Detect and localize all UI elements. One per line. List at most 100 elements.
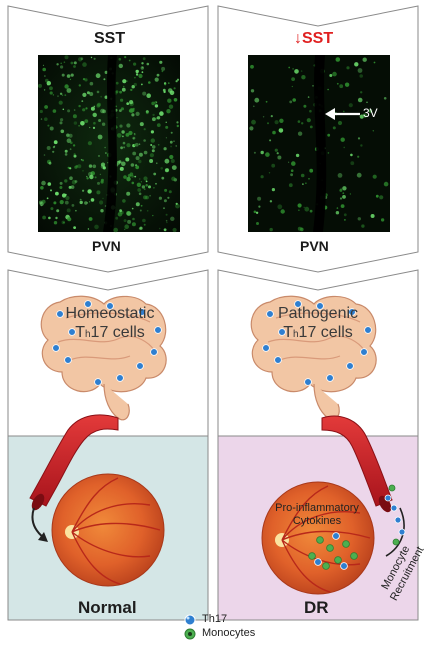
fluorescence-speckle [343,146,346,149]
fluorescence-speckle [123,175,127,179]
fluorescence-speckle [360,144,363,147]
fluorescence-speckle [126,102,130,105]
fluorescence-speckle [100,164,105,169]
fluorescence-speckle [122,79,127,84]
fluorescence-speckle [86,175,88,178]
fluorescence-speckle [161,70,164,73]
fluorescence-speckle [99,200,104,205]
fluorescence-speckle [135,202,140,207]
fluorescence-speckle [72,144,76,147]
fluorescence-speckle [123,146,126,149]
fluorescence-speckle [297,131,303,136]
fluorescence-speckle [344,219,346,221]
pathogenic-title-line2: Th17 cells [283,324,353,341]
fluorescence-speckle [66,208,71,213]
fluorescence-speckle [154,77,159,82]
fluorescence-speckle [140,66,144,70]
fluorescence-speckle [138,159,142,164]
fluorescence-speckle [80,57,84,60]
fluorescence-speckle [117,211,123,217]
retina-right [261,481,375,595]
fluorescence-speckle [38,83,42,88]
fluorescence-speckle [327,88,329,91]
fluorescence-speckle [126,191,131,196]
fluorescence-speckle [339,188,343,192]
fluorescence-speckle [300,173,305,178]
fluorescence-speckle [332,126,336,130]
fluorescence-speckle [66,88,72,93]
fluorescence-speckle [354,62,359,67]
fluorescence-speckle [350,153,353,157]
fluorescence-speckle [123,219,127,223]
fluorescence-speckle [97,102,101,107]
fluorescence-speckle [138,143,141,145]
fluorescence-speckle [156,73,160,77]
fluorescence-speckle [301,122,304,125]
fluorescence-speckle [132,151,137,156]
fluorescence-speckle [164,158,170,164]
fluorescence-speckle [88,217,93,221]
fluorescence-speckle [165,213,168,216]
fluorescence-speckle [132,136,136,140]
fluorescence-speckle [163,207,165,210]
fluorescence-speckle [139,122,144,127]
dr-label: DR [304,598,329,617]
pathogenic-title-line1: Pathogenic [277,305,359,322]
fluorescence-speckle [58,100,63,105]
fluorescence-speckle [42,64,45,66]
fluorescence-speckle [59,92,63,96]
cell-marker [314,558,322,566]
fluorescence-speckle [269,227,273,232]
fluorescence-speckle [116,160,121,165]
fluorescence-speckle [163,147,167,151]
fluorescence-speckle [126,143,131,148]
fluorescence-speckle [362,113,368,118]
fluorescence-speckle [102,166,106,170]
fluorescence-speckle [262,116,265,118]
monocyte-icon [184,628,196,640]
fluorescence-speckle [366,101,368,104]
fluorescence-speckle [119,209,122,213]
cell-marker [138,308,146,316]
fluorescence-speckle [131,207,134,210]
fluorescence-speckle [158,227,161,230]
fluorescence-speckle [80,158,83,161]
fluorescence-speckle [60,65,64,69]
fluorescence-speckle [292,98,297,102]
fluorescence-speckle [63,221,65,224]
fluorescence-speckle [103,78,106,81]
fluorescence-speckle [55,216,58,220]
fluorescence-speckle [49,91,53,95]
fluorescence-speckle [93,121,96,125]
fluorescence-speckle [46,81,51,86]
fluorescence-speckle [132,137,135,140]
fluorescence-speckle [78,84,82,87]
fluorescence-speckle [40,118,43,120]
fluorescence-speckle [138,73,143,79]
fluorescence-speckle [98,119,102,122]
cell-marker [68,328,76,336]
fluorescence-speckle [143,128,146,131]
fluorescence-speckle [100,95,103,98]
fluorescence-speckle [64,149,68,153]
fluorescence-speckle [280,127,282,130]
cell-marker [384,494,392,502]
fluorescence-speckle [159,111,164,116]
fluorescence-speckle [142,91,147,96]
fluorescence-speckle [104,95,108,99]
ventricle-arrow [325,108,360,120]
fluorescence-speckle [255,211,259,214]
fluorescence-speckle [373,61,376,64]
ventricle-label: 3V [363,106,378,120]
fluorescence-speckle [153,172,157,176]
fluorescence-speckle [118,63,124,69]
fluorescence-speckle [155,182,157,185]
fluorescence-speckle [65,195,70,201]
fluorescence-speckle [251,119,256,125]
fluorescence-speckle [134,76,136,79]
fluorescence-speckle [49,86,53,91]
fluorescence-speckle [158,196,162,200]
fluorescence-speckle [146,93,151,98]
fluorescence-speckle [101,122,106,126]
fluorescence-speckle [357,97,363,103]
